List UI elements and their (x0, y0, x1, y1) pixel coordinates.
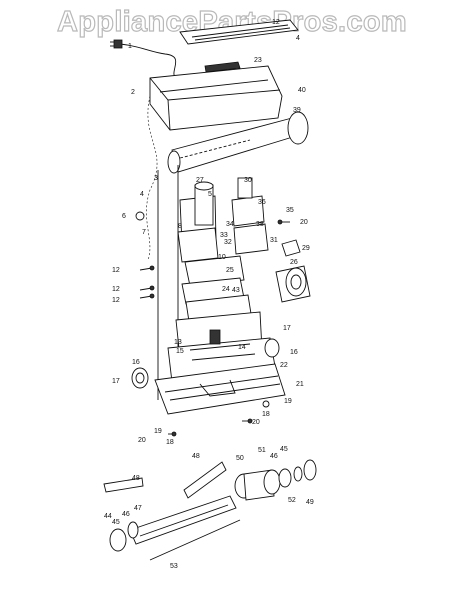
label-7: 7 (142, 229, 146, 236)
label-4b: 4 (140, 191, 144, 198)
base-plate (154, 363, 286, 415)
label-26: 26 (290, 259, 298, 266)
label-44: 44 (104, 513, 112, 520)
label-2: 2 (131, 89, 135, 96)
label-46: 46 (270, 453, 278, 460)
label-45: 45 (280, 446, 288, 453)
screws (135, 211, 290, 437)
label-17: 17 (283, 325, 291, 332)
label-24: 24 (222, 286, 230, 293)
bag-roll (167, 111, 309, 174)
label-4: 4 (296, 35, 300, 42)
label-12c: 12 (112, 286, 120, 293)
label-12d: 12 (112, 297, 120, 304)
label-20b: 20 (252, 419, 260, 426)
label-52: 52 (288, 497, 296, 504)
label-3: 3 (154, 175, 158, 182)
label-15: 15 (176, 348, 184, 355)
label-33: 33 (220, 232, 228, 239)
label-48b: 48 (132, 475, 140, 482)
label-12: 12 (272, 19, 280, 26)
label-32: 32 (224, 239, 232, 246)
label-38: 38 (256, 221, 264, 228)
brushroll-assembly (103, 459, 317, 561)
label-35: 35 (286, 207, 294, 214)
label-45b: 45 (112, 519, 120, 526)
label-20c: 20 (138, 437, 146, 444)
label-13: 13 (174, 339, 182, 346)
label-39: 39 (293, 107, 301, 114)
label-47: 47 (134, 505, 142, 512)
label-46b: 46 (122, 511, 130, 518)
label-34: 34 (226, 221, 234, 228)
label-18b: 18 (166, 439, 174, 446)
label-23: 23 (254, 57, 262, 64)
label-30: 30 (244, 177, 252, 184)
label-16b: 16 (290, 349, 298, 356)
switch-part (281, 239, 301, 257)
power-cord (110, 39, 177, 261)
label-14: 14 (238, 344, 246, 351)
wheels (131, 338, 280, 389)
motor-unit (275, 265, 311, 303)
label-53: 53 (170, 563, 178, 570)
label-8: 8 (178, 223, 182, 230)
top-cover (149, 65, 283, 131)
label-10: 10 (218, 254, 226, 261)
label-51: 51 (258, 447, 266, 454)
label-48: 48 (192, 453, 200, 460)
label-6: 6 (122, 213, 126, 220)
handle-grip (179, 19, 299, 45)
label-25: 25 (226, 267, 234, 274)
label-12b: 12 (112, 267, 120, 274)
label-29: 29 (302, 245, 310, 252)
label-20: 20 (300, 219, 308, 226)
label-19b: 19 (154, 428, 162, 435)
label-31: 31 (270, 237, 278, 244)
latch-part (204, 61, 241, 73)
label-21: 21 (296, 381, 304, 388)
label-27: 27 (196, 177, 204, 184)
label-50: 50 (236, 455, 244, 462)
label-16: 16 (132, 359, 140, 366)
label-17b: 17 (112, 378, 120, 385)
label-40: 40 (298, 87, 306, 94)
motor-housing-frame (157, 165, 277, 400)
label-19: 19 (284, 398, 292, 405)
label-43: 43 (232, 287, 240, 294)
label-36: 36 (258, 199, 266, 206)
label-22: 22 (280, 362, 288, 369)
label-49: 49 (306, 499, 314, 506)
label-5: 5 (208, 191, 212, 198)
label-1: 1 (128, 43, 132, 50)
label-18: 18 (262, 411, 270, 418)
